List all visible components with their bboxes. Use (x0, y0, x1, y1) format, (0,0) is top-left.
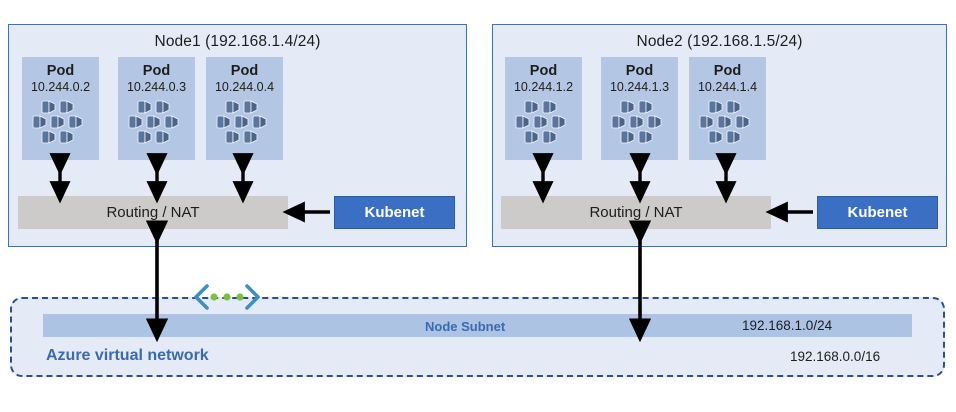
kubenet-label: Kubenet (847, 204, 908, 221)
azure-vnet-label: Azure virtual network (46, 347, 209, 364)
routing-nat-bar-node2: Routing / NAT (501, 196, 771, 229)
pod-box-node2-2: Pod 10.244.1.4 (689, 57, 766, 160)
kubenet-label: Kubenet (364, 204, 425, 221)
pod-box-node2-0: Pod 10.244.1.2 (505, 57, 582, 160)
pod-label: Pod (713, 63, 742, 79)
pod-cluster-icon (609, 99, 671, 150)
pod-label: Pod (142, 63, 171, 79)
pod-cluster-icon (126, 99, 188, 150)
pod-cluster-icon (513, 99, 575, 150)
pod-label: Pod (46, 63, 75, 79)
kubenet-box-node2: Kubenet (817, 196, 938, 229)
routing-nat-label: Routing / NAT (106, 204, 200, 221)
pod-ip: 10.244.0.4 (214, 80, 275, 94)
pod-ip: 10.244.0.2 (30, 80, 91, 94)
node-subnet-bar (43, 314, 912, 337)
kubenet-box-node1: Kubenet (334, 196, 455, 229)
pod-box-node1-0: Pod 10.244.0.2 (22, 57, 99, 160)
azure-vnet-container (10, 297, 945, 377)
pod-box-node1-2: Pod 10.244.0.4 (206, 57, 283, 160)
pod-cluster-icon (30, 99, 92, 150)
node-subnet-label: Node Subnet (425, 319, 506, 334)
pod-label: Pod (625, 63, 654, 79)
pod-box-node2-1: Pod 10.244.1.3 (601, 57, 678, 160)
pod-ip: 10.244.1.3 (609, 80, 670, 94)
pod-cluster-icon (697, 99, 759, 150)
routing-nat-bar-node1: Routing / NAT (18, 196, 288, 229)
pod-label: Pod (230, 63, 259, 79)
azure-vnet-cidr: 192.168.0.0/16 (790, 349, 881, 364)
node-title-node2: Node2 (192.168.1.5/24) (636, 33, 803, 50)
pod-box-node1-1: Pod 10.244.0.3 (118, 57, 195, 160)
pod-ip: 10.244.0.3 (126, 80, 187, 94)
pod-ip: 10.244.1.2 (513, 80, 574, 94)
routing-nat-label: Routing / NAT (589, 204, 683, 221)
node-title-node1: Node1 (192.168.1.4/24) (154, 33, 321, 50)
pod-cluster-icon (214, 99, 276, 150)
node-subnet-cidr: 192.168.1.0/24 (742, 318, 833, 333)
pod-ip: 10.244.1.4 (697, 80, 758, 94)
pod-label: Pod (529, 63, 558, 79)
